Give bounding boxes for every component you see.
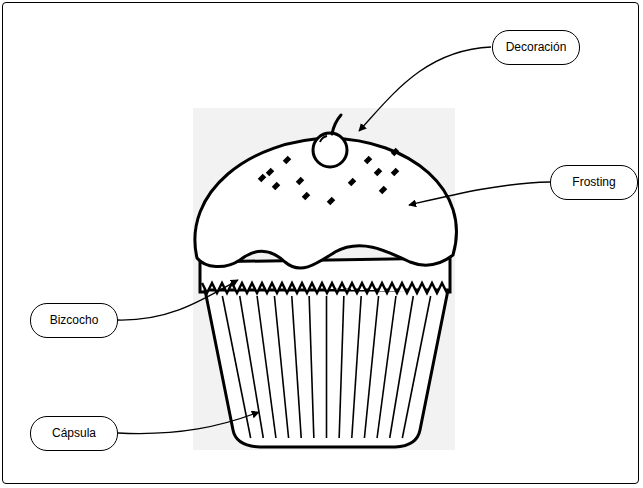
leader-line	[118, 412, 259, 434]
leader-line	[118, 280, 238, 320]
part-label: Decoración	[506, 40, 567, 54]
cup-stripe	[257, 296, 276, 438]
sprinkle	[266, 168, 274, 176]
leader-line	[359, 47, 491, 131]
cup-stripe	[339, 296, 344, 438]
cherry-stem	[332, 115, 341, 134]
sprinkle	[391, 168, 399, 176]
sprinkle	[379, 186, 387, 194]
cherry-highlight	[320, 136, 327, 142]
part-label: Cápsula	[52, 426, 96, 440]
callout-box: Cápsula	[30, 416, 118, 451]
callout-box: Decoración	[492, 30, 580, 65]
cup-liner	[205, 290, 448, 447]
cup-stripe	[390, 296, 414, 438]
callout-box: Frosting	[550, 165, 638, 200]
cup-stripe	[352, 296, 361, 438]
cherry	[313, 133, 347, 167]
cup-stripes	[222, 296, 430, 438]
cup-stripe	[402, 296, 430, 438]
sprinkle	[348, 178, 356, 186]
sprinkle	[374, 168, 382, 176]
cup-stripe	[364, 296, 378, 438]
part-label: Frosting	[572, 175, 615, 189]
callout-box: Bizcocho	[30, 303, 118, 338]
image-background	[193, 108, 455, 450]
sprinkle	[391, 148, 399, 156]
cup-stripe	[326, 296, 328, 438]
sprinkle	[272, 182, 280, 190]
cup-stripe	[292, 296, 301, 438]
part-label: Bizcocho	[50, 313, 99, 327]
sprinkle	[283, 156, 291, 164]
cup-stripe	[274, 296, 288, 438]
cake-zigzag	[202, 283, 447, 293]
leader-line	[409, 182, 550, 205]
sprinkle	[258, 174, 266, 182]
sprinkle	[327, 197, 335, 205]
sprinkle	[302, 192, 310, 200]
cup-stripe	[309, 296, 314, 438]
sprinkle	[296, 177, 304, 185]
sprinkle	[364, 156, 372, 164]
